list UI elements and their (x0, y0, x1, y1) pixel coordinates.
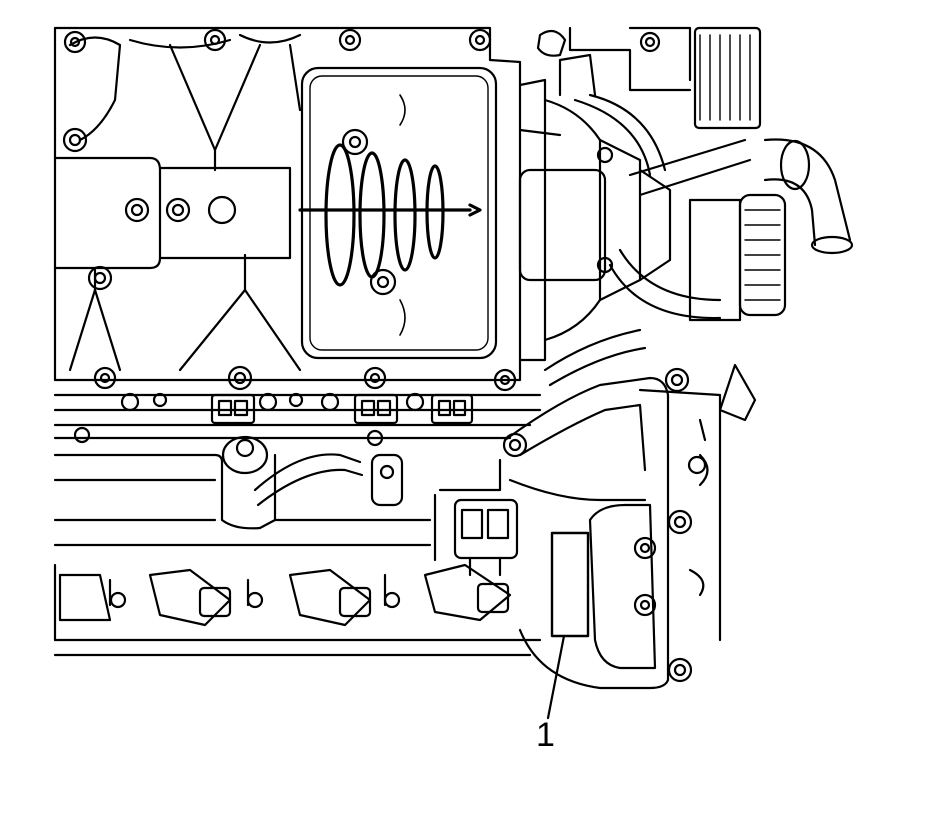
mounting-bracket (53, 156, 292, 270)
top-right-brackets (536, 26, 692, 92)
timing-cover-housing (502, 363, 757, 690)
drive-pulley (688, 26, 787, 322)
throttle-body (518, 53, 672, 362)
coolant-elbow-pipe (763, 138, 854, 255)
callout-1-label: 1 (536, 716, 555, 754)
cylinder-head (53, 435, 542, 657)
ignition-coils (58, 563, 512, 627)
spring-coil (298, 143, 482, 287)
wiring-harness (253, 453, 404, 507)
injector-connectors-upper (73, 392, 474, 447)
electrical-connector (433, 493, 519, 577)
vacuum-hose (543, 93, 752, 387)
cover-plate (300, 66, 498, 360)
intake-manifold (53, 26, 522, 392)
label-area-on-housing (550, 531, 590, 638)
callout-1-leader-line (546, 634, 566, 720)
fuel-rail (53, 393, 542, 440)
